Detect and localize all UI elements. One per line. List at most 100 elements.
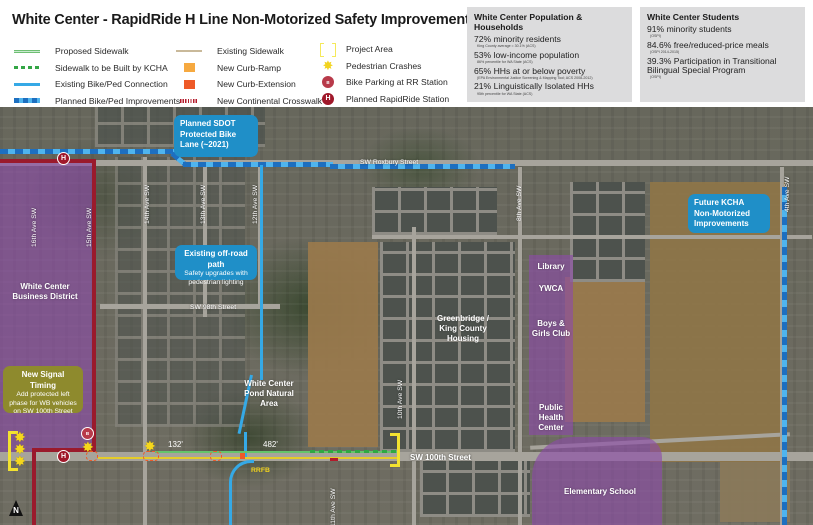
legend-item-crosswalk: New Continental Crosswalk [176,93,322,110]
legend-item-project-area: Project Area [318,41,449,58]
crash-starburst-icon[interactable]: ✸ [82,439,94,455]
legend-label: New Continental Crosswalk [217,95,323,106]
curb-ramp-swatch-icon [176,63,202,73]
stat-value: 72% minority residents [474,34,561,44]
road-100th [0,452,813,461]
legend-item-bike-parking: B Bike Parking at RR Station [318,74,449,91]
street-label-15th-ave: 15th Ave SW [86,207,93,247]
planned-bike-lane-roxbury [183,162,333,167]
stat-note: (OSPI 2014-2015) [650,50,680,55]
crosswalk-swatch-icon [176,97,202,105]
stat-value: 84.6% free/reduced-price meals [647,39,769,50]
street-label-13th-ave: 13th Ave SW [200,184,207,224]
existing-bike-path-curve [229,460,254,525]
planned-bike-lane-roxbury [0,149,175,154]
field-area [308,242,378,447]
project-area-bracket-west [8,431,18,471]
legend-label: Planned RapidRide Station [346,93,450,104]
legend-item-planned-bike-ped: Planned Bike/Ped Improvements [14,93,180,110]
existing-bike-ped-swatch-icon [14,80,40,88]
area-label-library: Library [537,262,565,271]
crash-starburst-icon[interactable]: ✸ [14,441,26,457]
callout-sdot-bike-lane[interactable]: Planned SDOT Protected Bike Lane (~2021) [174,115,258,157]
field-area [565,277,645,422]
stat-note: (OSPI) [650,34,661,39]
street-label-98th: SW 98th Street [190,304,237,311]
crash-starburst-icon[interactable]: ✸ [144,438,156,454]
legend-label: Pedestrian Crashes [346,60,422,71]
area-label-boys-girls-club: Boys & Girls Club [531,319,571,338]
stat-value: 91% minority students [647,24,732,34]
students-title: White Center Students [647,12,740,22]
aerial-map[interactable]: ✸ ✸ ✸ ✸ ✸ H H B 132' 482' RRFB N SW Roxb… [0,107,813,525]
bike-parking-icon[interactable]: B [81,427,94,440]
stat-note: 95th percentile for WA State (ACS) [477,91,533,96]
proposed-sidewalk-swatch-icon [14,47,40,55]
area-label-public-health: Public Health Center [538,403,564,432]
project-area-bracket-east [390,433,400,467]
crash-starburst-icon: ✸ [322,57,334,73]
legend-label: Planned Bike/Ped Improvements [55,95,181,106]
crash-starburst-icon[interactable]: ✸ [14,429,26,445]
proposed-sidewalk [155,451,400,453]
legend-label: Existing Sidewalk [217,46,284,57]
road-14th [143,157,147,525]
rapidride-station-icon[interactable]: H [57,152,70,165]
housing-blocks [380,242,515,452]
street-label-8th-ave: 8th Ave SW [516,185,523,221]
area-label-pond: White Center Pond Natural Area [244,379,294,408]
stat-note: (EPA Environmental Justice Screening & M… [477,76,593,81]
crash-starburst-icon[interactable]: ✸ [14,453,26,469]
stat-value: 53% low-income population [474,49,580,60]
centerline [98,457,398,459]
callout-offroad-path[interactable]: Existing off-road path Safety upgrades w… [175,245,257,286]
area-label-business-district: White Center Business District [12,282,78,301]
stat-note: 86% percentile for WA State (ACS) [477,60,533,65]
curb-extension-marker [143,451,159,461]
street-label-11th-ave: 11th Ave SW [330,488,337,525]
curb-extension-swatch-icon [176,79,202,89]
rapidride-route [92,159,96,451]
curb-extension-marker [210,451,222,461]
elementary-school-area[interactable] [532,437,662,525]
callout-subtitle: Safety upgrades with pedestrian lighting [184,270,248,286]
rapidride-route [32,448,36,525]
housing-blocks [570,182,645,282]
project-area-bracket-icon [318,43,338,58]
legend-label: Bike Parking at RR Station [346,77,448,88]
callout-subtitle: Add protected left phase for WB vehicles… [9,391,77,415]
rapidride-station-icon[interactable]: H [57,450,70,463]
area-label-ywca: YWCA [538,284,564,293]
street-label-roxbury: SW Roxbury Street [360,159,419,166]
area-label-greenbridge: Greenbridge / King County Housing [436,314,489,343]
callout-title: New Signal Timing [21,370,65,390]
legend-label: Proposed Sidewalk [55,46,129,57]
population-info-box: White Center Population & Households 72%… [467,7,632,102]
street-label-4th-ave: 4th Ave SW [784,176,791,212]
distance-label: 132' [168,440,183,449]
legend-column-points: Project Area ✸ Pedestrian Crashes B Bike… [318,41,449,107]
rapidride-route [0,159,95,163]
legend-label: Sidewalk to be Built by KCHA [55,62,168,73]
curb-ramp-marker [240,453,245,459]
housing-blocks [115,157,245,427]
existing-bike-path [260,165,263,380]
curb-extension-marker [86,451,98,461]
stat-note: King County average = 30.1% (ACS) [477,44,536,49]
planned-bike-lane-roxbury [330,164,515,169]
legend-label: Existing Bike/Ped Connection [55,79,168,90]
street-label-14th-ave: 14th Ave SW [144,184,151,224]
callout-signal-timing[interactable]: New Signal Timing Add protected left pha… [3,366,83,415]
legend-label: Project Area [346,44,393,55]
road-10th [412,227,416,525]
kcha-sidewalk-swatch-icon [14,64,40,72]
callout-kcha-improvements[interactable]: Future KCHA Non-Motorized Improvements [688,194,770,233]
callout-title: Existing off-road path [184,249,248,269]
existing-sidewalk-swatch-icon [176,47,202,55]
students-info-box: White Center Students 91% minority stude… [640,7,805,102]
bike-parking-icon: B [318,76,338,89]
legend-item-existing-sidewalk: Existing Sidewalk [176,43,322,60]
area-label-elementary-school: Elementary School [563,487,637,496]
community-center-area[interactable] [529,255,573,435]
rapidride-station-icon: H [318,92,338,105]
